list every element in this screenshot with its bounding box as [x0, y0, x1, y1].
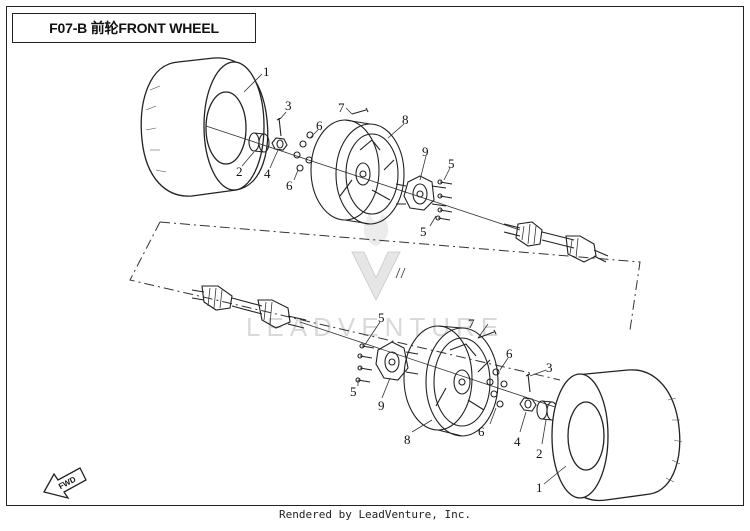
- watermark: LEADVENTURE: [246, 212, 504, 342]
- callout-bottom-castle-nut: 4: [514, 434, 521, 449]
- callout-top-nut-lower: 6: [286, 178, 293, 193]
- axle-guide-line: [129, 221, 641, 381]
- callout-top-castle-nut: 4: [264, 166, 271, 181]
- callout-top-valve: 7: [338, 100, 345, 115]
- bottom-castle-nut: [519, 397, 537, 412]
- bottom-lug-nuts: [486, 368, 508, 408]
- bottom-center-axis: [299, 321, 601, 423]
- callout-top-bolt-lower: 5: [420, 224, 427, 239]
- callout-bottom-hub: 9: [378, 398, 385, 413]
- callout-bottom-nut-upper: 6: [506, 346, 513, 361]
- callout-top-nut-upper: 6: [316, 118, 323, 133]
- callout-bottom-cotter-pin: 3: [546, 360, 553, 375]
- fwd-arrow: FWD: [43, 467, 87, 500]
- bottom-bolts: [355, 343, 375, 383]
- callout-top-hub: 9: [422, 144, 429, 159]
- callout-top-cotter-pin: 3: [285, 98, 292, 113]
- bottom-rim: [403, 325, 499, 437]
- top-cotter-pin: [276, 117, 282, 137]
- callout-bottom-bolt-lower: 5: [350, 384, 357, 399]
- drawing-frame: [6, 6, 744, 506]
- callout-bottom-hub-cap: 2: [536, 446, 543, 461]
- top-bolts: [435, 179, 453, 221]
- callout-bottom-rim: 8: [404, 432, 411, 447]
- top-hub: [395, 175, 447, 211]
- bottom-tire: [551, 369, 683, 502]
- footer-credit: Rendered by LeadVenture, Inc.: [278, 508, 472, 521]
- bottom-valve: [477, 329, 497, 339]
- callout-bottom-nut-lower: 6: [478, 424, 485, 439]
- callout-bottom-tire: 1: [536, 480, 543, 495]
- callout-top-hub-cap: 2: [236, 164, 243, 179]
- bottom-drive-shaft: [191, 285, 307, 329]
- top-castle-nut: [271, 137, 288, 151]
- top-valve: [351, 107, 369, 115]
- leader-lines: [241, 73, 567, 485]
- top-center-axis: [205, 125, 521, 231]
- callout-top-rim: 8: [402, 112, 409, 127]
- callout-top-bolt-upper: 5: [448, 156, 455, 171]
- watermark-text: LEADVENTURE: [246, 312, 504, 342]
- bottom-cotter-pin: [525, 373, 531, 393]
- top-rim: [310, 119, 405, 225]
- top-tire: [140, 57, 269, 197]
- page-title: F07-B 前轮FRONT WHEEL: [12, 13, 256, 43]
- bottom-hub: [375, 341, 419, 381]
- top-drive-shaft: [503, 221, 609, 263]
- callout-top-tire: 1: [263, 64, 270, 79]
- break-mark: [395, 267, 406, 279]
- top-hub-cap: [248, 132, 270, 153]
- callouts-top: 1 2 3 4 6 6 7 8 9 5 5: [236, 64, 455, 239]
- callout-bottom-valve: 7: [468, 316, 475, 331]
- callout-bottom-bolt-upper: 5: [378, 310, 385, 325]
- callouts-bottom: 5 5 7 6 6 3 9 8 4 2 1: [350, 310, 553, 495]
